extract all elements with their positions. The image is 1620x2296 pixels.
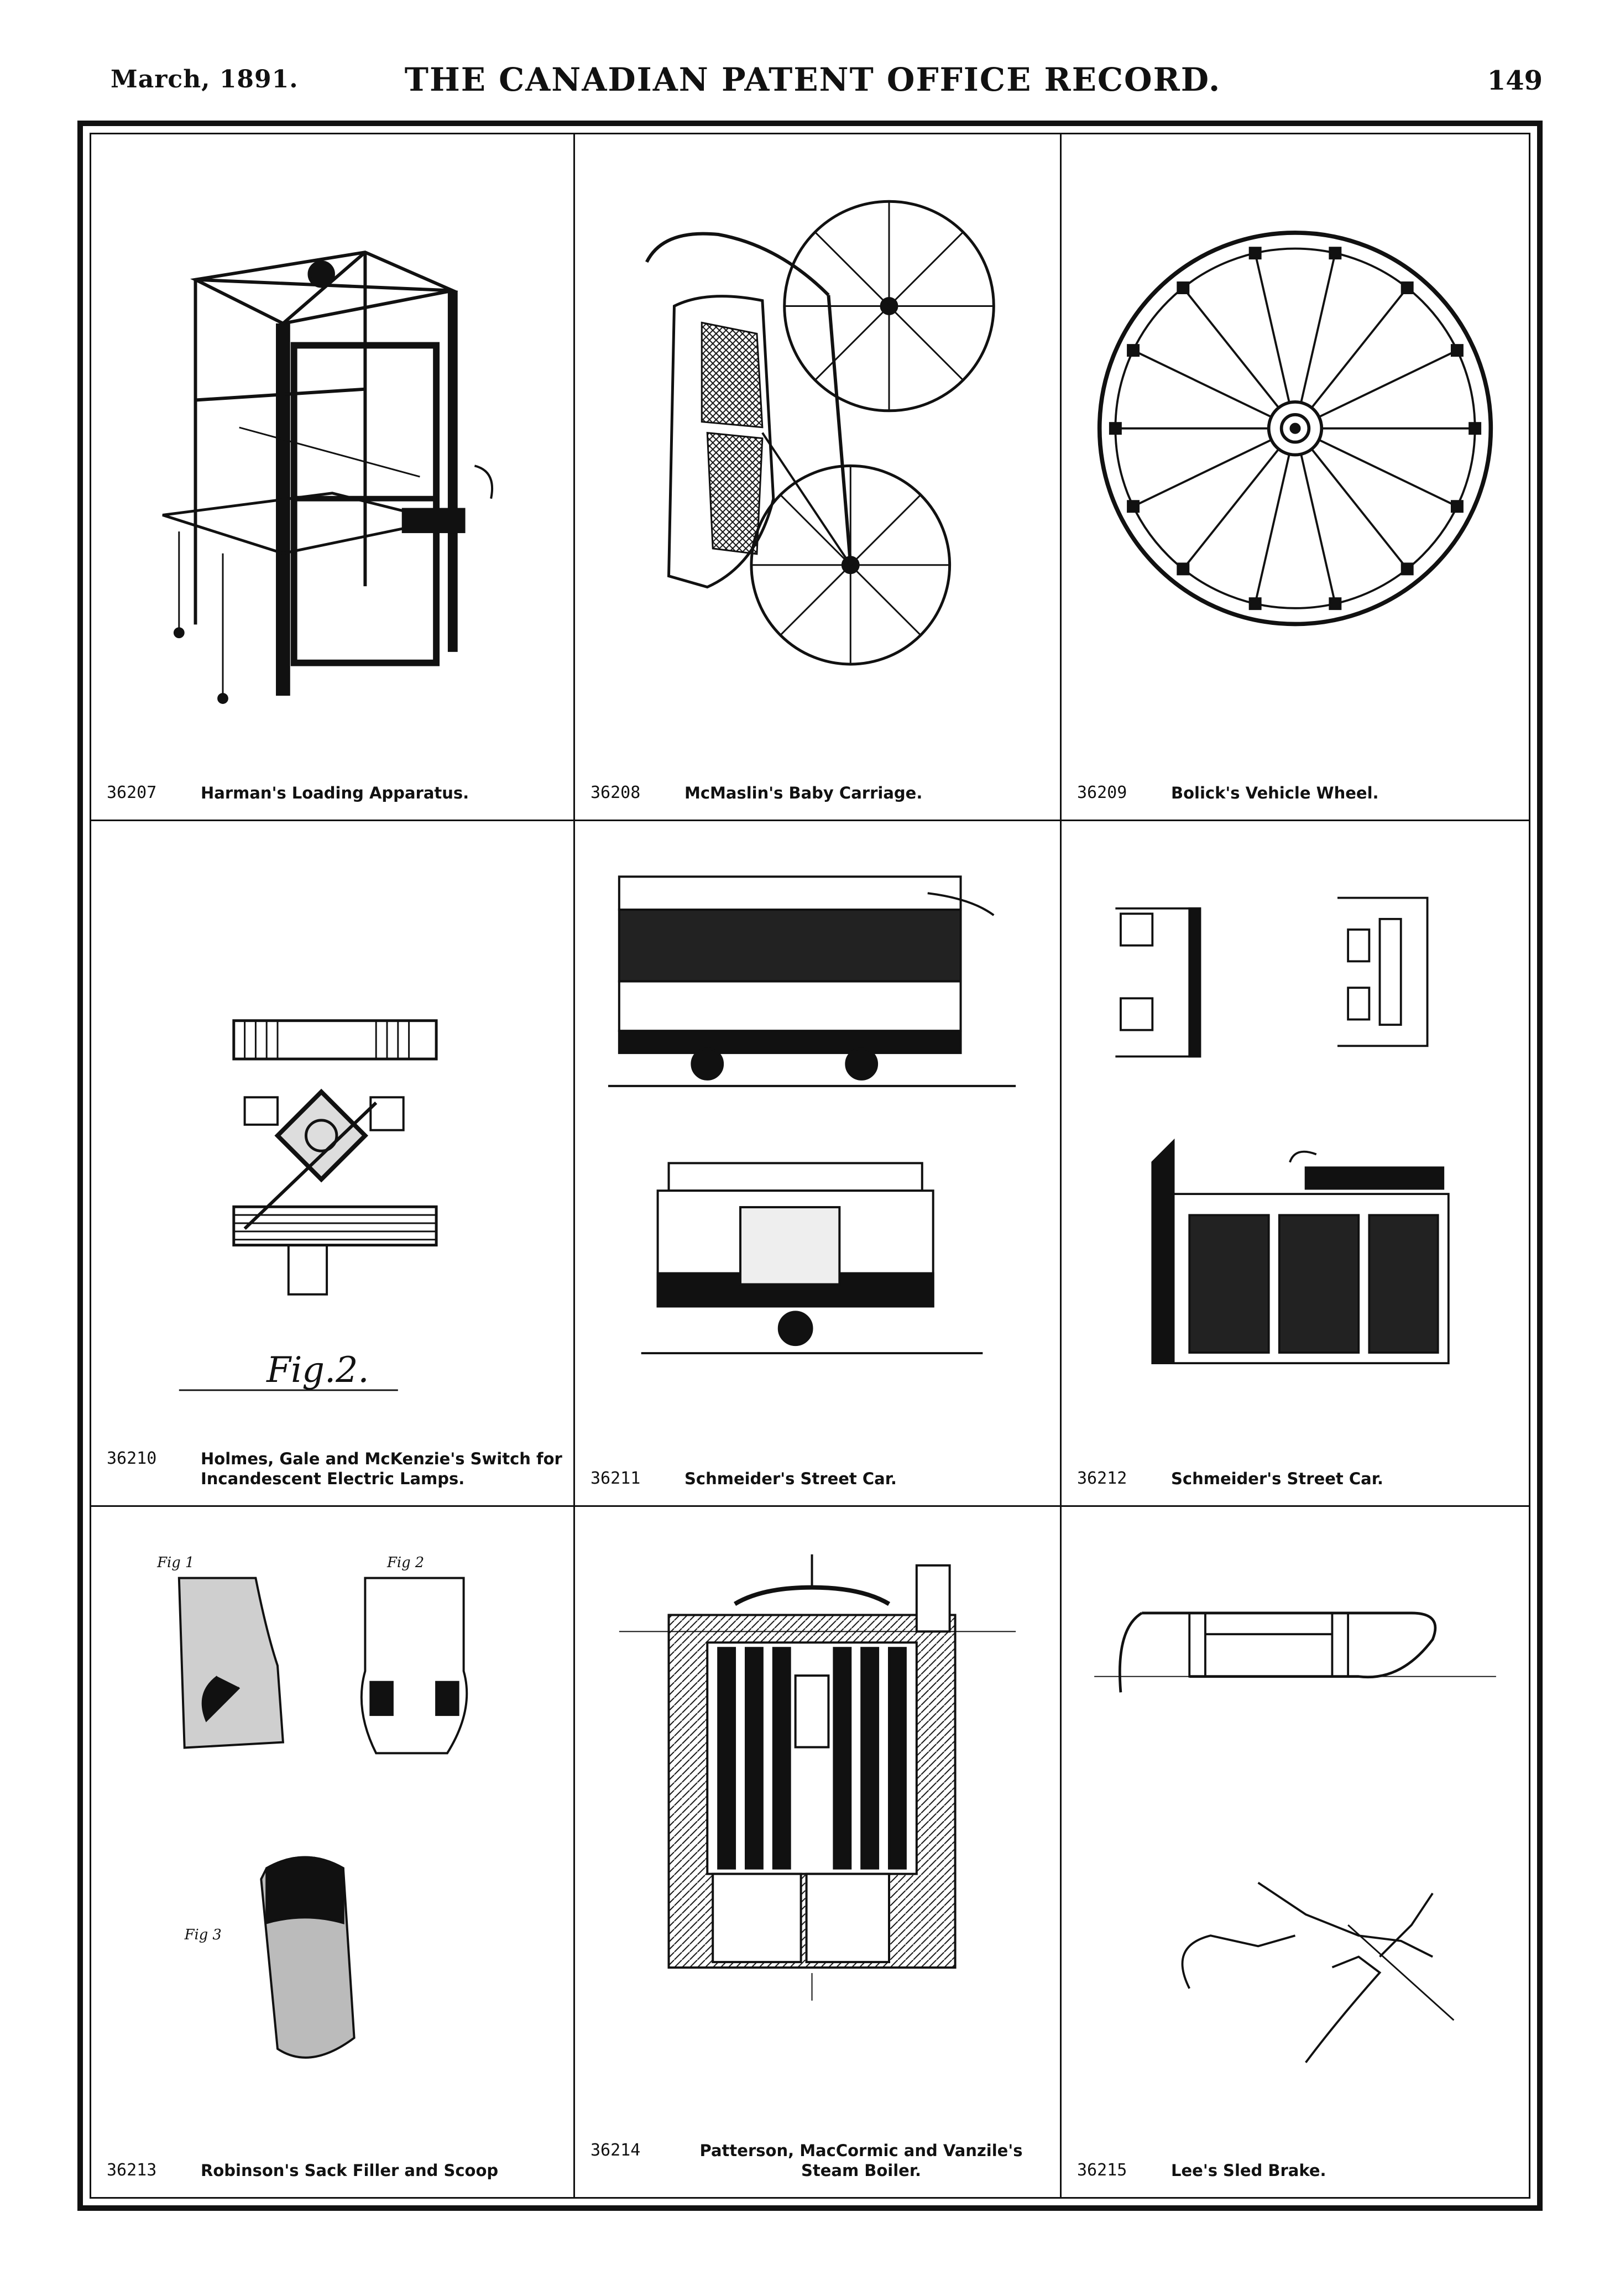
wheel-spoke-clip bbox=[1127, 344, 1140, 357]
patent-number: 36212 bbox=[1077, 1469, 1127, 1488]
loading-apparatus-illustration bbox=[113, 162, 551, 748]
wheel-spoke bbox=[1132, 439, 1272, 508]
patent-cell-street-car: 36211 Schmeider's Street Car. bbox=[575, 821, 1062, 1507]
wheel-spoke-clip bbox=[1400, 281, 1414, 294]
wheel-spoke-clip bbox=[1248, 597, 1262, 610]
patent-frame: 36207 Harman's Loading Apparatus. bbox=[77, 121, 1543, 2211]
patent-cell-street-car-detail: 36212 Schmeider's Street Car. bbox=[1062, 821, 1529, 1507]
patent-title: Bolick's Vehicle Wheel. bbox=[1171, 784, 1379, 802]
wheel-spoke-clip bbox=[1248, 247, 1262, 260]
wheel-spoke bbox=[1318, 439, 1458, 508]
patent-title: Harman's Loading Apparatus. bbox=[201, 784, 469, 802]
patent-grid: 36207 Harman's Loading Apparatus. bbox=[91, 134, 1529, 2197]
patent-caption: 36212 Schmeider's Street Car. bbox=[1077, 1469, 1518, 1489]
patent-cell-lamp-switch: Fig.2. 36210 Holmes, Gale and McKenzie's… bbox=[91, 821, 575, 1507]
patent-cell-sack-filler: Fig 1 Fig 2 Fig 3 36213 Robinson's Sack … bbox=[91, 1507, 575, 2197]
wheel-spoke-clip bbox=[1127, 500, 1140, 513]
wheel-spoke-clip bbox=[1177, 562, 1190, 576]
wheel-spoke bbox=[1254, 253, 1290, 403]
sled-brake-illustration bbox=[1084, 1535, 1507, 2125]
patent-number: 36207 bbox=[107, 783, 157, 802]
baby-carriage-illustration bbox=[597, 162, 1038, 748]
wheel-spoke bbox=[1300, 253, 1336, 403]
wheel-spoke-clip bbox=[1469, 422, 1482, 435]
patent-title: Schmeider's Street Car. bbox=[1171, 1469, 1383, 1488]
patent-number: 36213 bbox=[107, 2161, 157, 2180]
wheel-spoke bbox=[1310, 287, 1408, 409]
publication-title: THE CANADIAN PATENT OFFICE RECORD. bbox=[404, 61, 1221, 98]
wheel-spoke bbox=[1182, 448, 1280, 570]
street-car-illustration bbox=[597, 849, 1038, 1433]
patent-cell-sled-brake: 36215 Lee's Sled Brake. bbox=[1062, 1507, 1529, 2197]
patent-number: 36209 bbox=[1077, 783, 1127, 802]
patent-number: 36214 bbox=[590, 2141, 641, 2160]
patent-caption: 36208 McMaslin's Baby Carriage. bbox=[590, 783, 1049, 803]
patent-caption: 36211 Schmeider's Street Car. bbox=[590, 1469, 1049, 1489]
steam-boiler-illustration bbox=[597, 1535, 1038, 2125]
figure-label: Fig 1 bbox=[156, 1554, 194, 1571]
patent-caption: 36214 Patterson, MacCormic and Vanzile's… bbox=[590, 2141, 1049, 2180]
issue-date: March, 1891. bbox=[111, 65, 299, 93]
patent-title: McMaslin's Baby Carriage. bbox=[684, 784, 923, 802]
patent-number: 36210 bbox=[107, 1449, 157, 1468]
patent-cell-baby-carriage: 36208 McMaslin's Baby Carriage. bbox=[575, 134, 1062, 821]
patent-frame-inner: 36207 Harman's Loading Apparatus. bbox=[90, 133, 1530, 2199]
wheel-spoke-clip bbox=[1329, 247, 1342, 260]
sack-filler-illustration: Fig 1 Fig 2 Fig 3 bbox=[113, 1535, 551, 2125]
figure-label: Fig.2. bbox=[266, 1349, 369, 1390]
wheel-spoke-clip bbox=[1400, 562, 1414, 576]
patent-title: Schmeider's Street Car. bbox=[684, 1469, 897, 1488]
patent-number: 36215 bbox=[1077, 2161, 1127, 2180]
patent-title: Lee's Sled Brake. bbox=[1171, 2161, 1326, 2180]
wheel-spoke bbox=[1254, 453, 1290, 604]
wheel-spoke-clip bbox=[1450, 500, 1464, 513]
patent-caption: 36215 Lee's Sled Brake. bbox=[1077, 2161, 1518, 2180]
patent-number: 36211 bbox=[590, 1469, 641, 1488]
patent-title: Patterson, MacCormic and Vanzile's Steam… bbox=[699, 2141, 1023, 2180]
patent-caption: 36209 Bolick's Vehicle Wheel. bbox=[1077, 783, 1518, 803]
street-car-detail-illustration bbox=[1084, 849, 1507, 1433]
lamp-switch-illustration: Fig.2. bbox=[113, 849, 551, 1433]
patent-cell-vehicle-wheel: 36209 Bolick's Vehicle Wheel. bbox=[1062, 134, 1529, 821]
wheel-spoke-clip bbox=[1329, 597, 1342, 610]
patent-caption: 36207 Harman's Loading Apparatus. bbox=[107, 783, 562, 803]
patent-cell-loading-apparatus: 36207 Harman's Loading Apparatus. bbox=[91, 134, 575, 821]
patent-caption: 36210 Holmes, Gale and McKenzie's Switch… bbox=[107, 1449, 562, 1489]
patent-number: 36208 bbox=[590, 783, 641, 802]
figure-label: Fig 3 bbox=[184, 1927, 222, 1943]
page-number: 149 bbox=[1487, 65, 1543, 96]
patent-caption: 36213 Robinson's Sack Filler and Scoop bbox=[107, 2161, 562, 2180]
wheel-spoke-clip bbox=[1177, 281, 1190, 294]
wheel-spoke bbox=[1300, 453, 1336, 604]
figure-label: Fig 2 bbox=[386, 1554, 424, 1571]
wheel-spoke bbox=[1132, 349, 1272, 418]
patent-title: Holmes, Gale and McKenzie's Switch for I… bbox=[201, 1449, 562, 1488]
page-header: March, 1891. THE CANADIAN PATENT OFFICE … bbox=[83, 61, 1543, 111]
vehicle-wheel-illustration bbox=[1084, 162, 1507, 748]
wheel-spoke bbox=[1310, 448, 1408, 570]
wheel-spoke-clip bbox=[1109, 422, 1122, 435]
wheel-spoke-clip bbox=[1450, 344, 1464, 357]
wheel-spoke bbox=[1182, 287, 1280, 409]
wheel-spoke bbox=[1318, 349, 1458, 418]
patent-title: Robinson's Sack Filler and Scoop bbox=[201, 2161, 499, 2180]
patent-cell-steam-boiler: 36214 Patterson, MacCormic and Vanzile's… bbox=[575, 1507, 1062, 2197]
